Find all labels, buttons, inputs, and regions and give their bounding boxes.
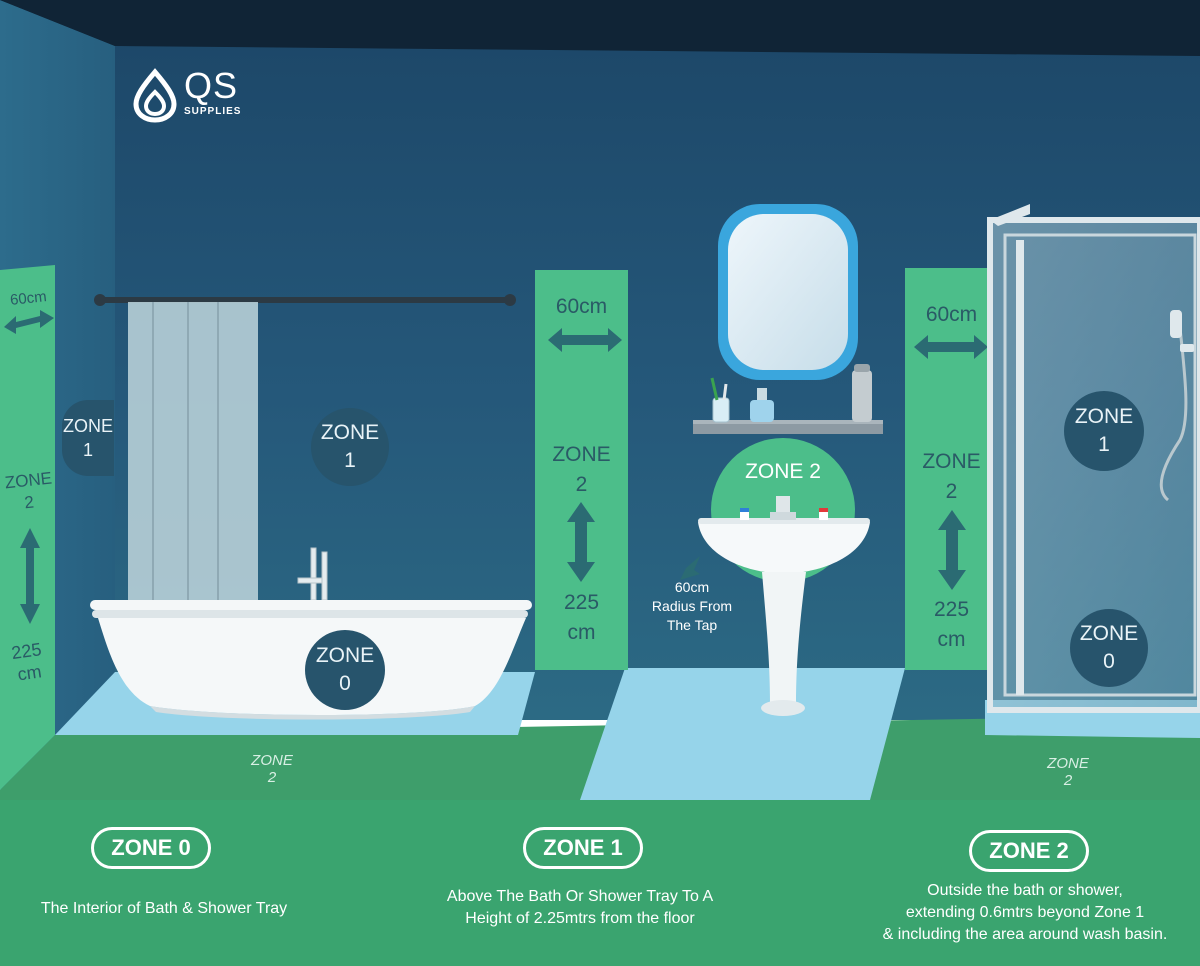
right-width-arrow <box>914 335 988 359</box>
mirror <box>718 204 858 380</box>
aerosol-can <box>852 364 872 422</box>
middle-height-unit: cm <box>567 621 596 644</box>
toothbrush-cup <box>710 377 730 423</box>
legend-zone2-line1: Outside the bath or shower, <box>927 882 1123 899</box>
left-zone1-word: ZONE <box>62 416 113 436</box>
legend-zone2-line3: & including the area around wash basin. <box>882 926 1168 943</box>
left-height-arrow <box>20 528 40 624</box>
legend-zone0-text: The Interior of Bath & Shower Tray <box>14 898 314 920</box>
legend-zone2-text: Outside the bath or shower, extending 0.… <box>860 880 1190 946</box>
left-zone1-number: 1 <box>82 440 93 460</box>
shower-zone0-number: 0 <box>1103 650 1115 673</box>
left-zone2-label: ZONE 2 <box>3 468 53 516</box>
radius-arrow <box>680 556 700 580</box>
basin-zone2-label: ZONE 2 <box>745 460 821 483</box>
right-zone2-strip <box>905 268 990 670</box>
middle-height-arrow <box>567 502 595 582</box>
middle-height-label: 225 cm <box>535 588 628 648</box>
right-zone2-label: ZONE 2 <box>905 447 998 507</box>
radius-line-2: Radius From <box>651 598 733 614</box>
right-width-label: 60cm <box>925 303 978 326</box>
brand-sub: SUPPLIES <box>184 106 242 117</box>
left-zone1-circle: ZONE 1 <box>62 400 114 476</box>
legend-zone1-text: Above The Bath Or Shower Tray To A Heigh… <box>420 886 740 930</box>
floor-right-word: ZONE <box>1047 755 1089 772</box>
shower-zone0-word: ZONE <box>1079 622 1139 645</box>
floor-left-number: 2 <box>267 769 277 786</box>
radius-line-3: The Tap <box>666 617 718 633</box>
floor-blue-basin <box>580 668 905 800</box>
shower-zone1-circle: ZONE 1 <box>1064 391 1144 471</box>
middle-width-arrow <box>548 328 622 352</box>
shelf <box>693 420 883 434</box>
right-height-label: 225 cm <box>905 595 998 655</box>
bottle <box>750 388 774 422</box>
right-zone2-word: ZONE <box>922 450 981 473</box>
shower-curtain <box>128 302 258 612</box>
left-height-label: 225 cm <box>3 637 53 687</box>
legend-zone1-line1: Above The Bath Or Shower Tray To A <box>446 888 714 905</box>
right-height-arrow <box>938 510 966 590</box>
right-height-value: 225 <box>933 598 970 621</box>
right-height-unit: cm <box>937 628 966 651</box>
radius-line-1: 60cm <box>674 579 710 595</box>
basin-radius-note: 60cm Radius From The Tap <box>643 578 741 635</box>
bath-zone0-circle: ZONE 0 <box>305 630 385 710</box>
left-zone2-word: ZONE <box>3 468 53 493</box>
bath-zone0-word: ZONE <box>315 644 375 667</box>
floor-zone2-left: ZONE 2 <box>232 752 312 786</box>
middle-zone2-label: ZONE 2 <box>535 440 628 500</box>
legend-zone2-line2: extending 0.6mtrs beyond Zone 1 <box>905 904 1145 921</box>
legend-zone0-title: ZONE 0 <box>91 827 211 869</box>
ceiling-left <box>0 0 1200 56</box>
legend-zone1-line2: Height of 2.25mtrs from the floor <box>465 910 695 927</box>
shower-zone1-word: ZONE <box>1074 405 1134 428</box>
floor-right-number: 2 <box>1063 772 1073 789</box>
bath-zone0-number: 0 <box>339 672 351 695</box>
bath-zone1-circle: ZONE 1 <box>311 408 389 486</box>
legend-zone1-title: ZONE 1 <box>523 827 643 869</box>
legend-zone0-line1: The Interior of Bath & Shower Tray <box>40 900 288 917</box>
legend-zone2-title: ZONE 2 <box>969 830 1089 872</box>
shower-zone0-circle: ZONE 0 <box>1070 609 1148 687</box>
middle-zone2-number: 2 <box>575 473 588 496</box>
rail-end-left <box>94 294 106 306</box>
brand-name: QS <box>184 65 239 106</box>
bath-zone1-number: 1 <box>344 449 356 472</box>
shower-zone1-number: 1 <box>1098 433 1110 456</box>
left-width-arrow <box>4 310 54 334</box>
qs-logo-icon <box>133 68 177 123</box>
floor-zone2-right: ZONE 2 <box>1028 755 1108 789</box>
wash-basin <box>698 496 870 716</box>
middle-zone2-word: ZONE <box>552 443 611 466</box>
middle-width-label: 60cm <box>555 295 608 318</box>
floor-left-word: ZONE <box>251 752 293 769</box>
brand-logo: QS SUPPLIES <box>184 65 264 118</box>
bath-zone1-word: ZONE <box>320 421 380 444</box>
right-zone2-number: 2 <box>945 480 958 503</box>
middle-height-value: 225 <box>563 591 600 614</box>
left-zone2-strip <box>0 265 55 790</box>
left-zone2-number: 2 <box>23 492 35 513</box>
rail-end-right <box>504 294 516 306</box>
